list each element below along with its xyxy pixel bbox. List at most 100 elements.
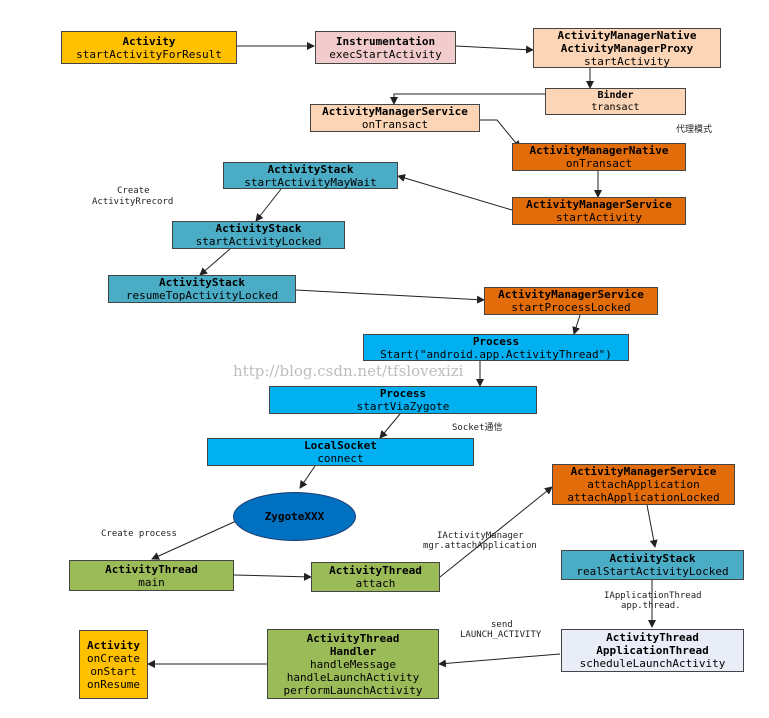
watermark: http://blog.csdn.net/tfslovexizi xyxy=(233,362,464,380)
node-title: Process xyxy=(379,387,427,400)
node-line: onCreate xyxy=(87,651,140,665)
node-line: handleLaunchActivity xyxy=(286,670,420,684)
node-line: connect xyxy=(317,452,364,465)
node-title: Activity xyxy=(87,638,140,652)
node-instrumentation: Instrumentation execStartActivity xyxy=(315,31,456,64)
node-title: ActivityThread xyxy=(329,564,422,577)
node-amn-ontransact: ActivityManagerNative onTransact xyxy=(512,143,686,171)
node-title: Instrumentation xyxy=(335,34,436,48)
node-title: ActivityManagerNative xyxy=(557,28,697,42)
arrow-resume-to-startprocess xyxy=(295,289,485,304)
node-line: startActivityLocked xyxy=(195,235,322,248)
node-ams-startactivity: ActivityManagerService startActivity xyxy=(512,197,686,225)
node-title: ActivityThread xyxy=(105,562,198,576)
node-ams-ontransact: ActivityManagerService onTransact xyxy=(310,104,480,132)
node-line: Start("android.app.ActivityThread") xyxy=(380,347,612,361)
arrow-instrumentation-to-proxy xyxy=(455,45,534,54)
annotation-proxy-mode: 代理模式 xyxy=(676,125,713,135)
node-line: startActivity xyxy=(583,54,671,68)
node-title: ActivityManagerService xyxy=(322,105,468,118)
annotation-send-1: send xyxy=(491,620,513,630)
node-process-zygote: Process startViaZygote xyxy=(269,386,537,414)
node-thread-main: ActivityThread main xyxy=(69,560,234,591)
node-activity-end: Activity onCreate onStart onResume xyxy=(79,630,148,699)
annotation-iam-1: IActivityManager xyxy=(437,531,524,541)
node-line: onTransact xyxy=(361,118,429,131)
node-stack-realstart: ActivityStack realStartActivityLocked xyxy=(561,550,744,580)
node-line: performLaunchActivity xyxy=(283,683,423,697)
arrow-maywait-to-locked xyxy=(255,188,282,222)
node-stack-locked: ActivityStack startActivityLocked xyxy=(172,221,345,249)
node-line: transact xyxy=(591,101,640,113)
node-thread-attach: ActivityThread attach xyxy=(311,562,440,592)
node-line: startActivity xyxy=(555,211,643,224)
node-line: handleMessage xyxy=(309,657,397,671)
node-title: ActivityManagerService xyxy=(526,198,672,211)
node-title: ActivityStack xyxy=(267,162,354,176)
arrow-amsattach-to-realstart xyxy=(646,504,658,548)
node-appthread: ActivityThread ApplicationThread schedul… xyxy=(561,629,744,672)
node-line: attachApplicationLocked xyxy=(567,491,720,504)
node-line: onTransact xyxy=(565,157,633,170)
annotation-iam-2: mgr.attachApplication xyxy=(423,541,537,551)
arrow-zygoteell-to-main xyxy=(151,516,246,560)
node-line: ActivityManagerProxy xyxy=(560,41,694,55)
arrow-startprocess-to-process xyxy=(572,314,581,335)
node-title: Binder xyxy=(597,89,634,101)
node-line: realStartActivityLocked xyxy=(576,565,729,578)
node-title: ActivityStack xyxy=(215,222,302,235)
node-line: attachApplication xyxy=(587,478,700,491)
node-title: ActivityManagerNative xyxy=(529,144,669,157)
annotation-iat-2: app.thread. xyxy=(621,601,681,611)
node-line: attach xyxy=(355,577,396,590)
node-line: startActivityForResult xyxy=(76,47,222,61)
arrow-locked-to-resume xyxy=(199,248,231,276)
node-amn-proxy: ActivityManagerNative ActivityManagerPro… xyxy=(533,28,721,68)
arrow-attach-to-amsattach xyxy=(439,486,553,578)
arrow-localsocket-to-zygoteell xyxy=(299,465,316,489)
node-title: ActivityStack xyxy=(609,552,696,565)
node-ams-startprocess: ActivityManagerService startProcessLocke… xyxy=(484,287,658,315)
node-line: startViaZygote xyxy=(356,400,450,413)
node-title: ActivityThread xyxy=(606,631,699,644)
node-localsocket: LocalSocket connect xyxy=(207,438,474,466)
node-title: ActivityManagerService xyxy=(570,465,717,478)
node-line: ApplicationThread xyxy=(596,644,709,657)
node-line: resumeTopActivityLocked xyxy=(125,289,279,302)
node-title: LocalSocket xyxy=(304,439,377,452)
annotation-socket: Socket通信 xyxy=(452,423,503,433)
node-line: startActivityMayWait xyxy=(244,175,377,189)
node-stack-resume: ActivityStack resumeTopActivityLocked xyxy=(108,275,296,303)
annotation-create-record-1: Create xyxy=(117,186,150,196)
arrow-ams-to-stack-maywait xyxy=(397,174,513,211)
node-line: execStartActivity xyxy=(329,47,442,61)
annotation-create-process: Create process xyxy=(101,529,177,539)
annotation-iat-1: IApplicationThread xyxy=(604,591,702,601)
node-binder: Binder transact xyxy=(545,88,686,115)
node-line: startProcessLocked xyxy=(511,301,631,314)
node-ams-attach: ActivityManagerService attachApplication… xyxy=(552,464,735,505)
node-line: scheduleLaunchActivity xyxy=(579,657,726,670)
node-stack-maywait: ActivityStack startActivityMayWait xyxy=(223,162,398,189)
node-line: Handler xyxy=(329,644,377,658)
arrow-appthread-to-handler xyxy=(438,653,561,668)
node-process-start: Process Start("android.app.ActivityThrea… xyxy=(363,334,629,361)
arrow-main-to-attach xyxy=(233,572,312,581)
annotation-create-record-2: ActivityRrecord xyxy=(92,197,174,207)
node-line: main xyxy=(138,575,165,589)
annotation-send-2: LAUNCH_ACTIVITY xyxy=(460,630,542,640)
node-activity-start: Activity startActivityForResult xyxy=(61,31,237,64)
node-line: onStart xyxy=(90,664,137,678)
node-title: ActivityStack xyxy=(158,276,246,289)
node-title: ActivityManagerService xyxy=(498,288,644,301)
node-line: onResume xyxy=(87,677,140,691)
node-title: Activity xyxy=(122,34,176,48)
node-title: ActivityThread xyxy=(306,631,400,645)
node-handler: ActivityThread Handler handleMessage han… xyxy=(267,629,439,699)
node-title: Process xyxy=(472,334,520,348)
arrow-ams-to-amn xyxy=(480,119,521,149)
arrow-binder-to-ams xyxy=(390,93,545,105)
node-title: ZygoteXXX xyxy=(264,510,325,523)
arrow-zygote-to-localsocket xyxy=(379,413,401,439)
